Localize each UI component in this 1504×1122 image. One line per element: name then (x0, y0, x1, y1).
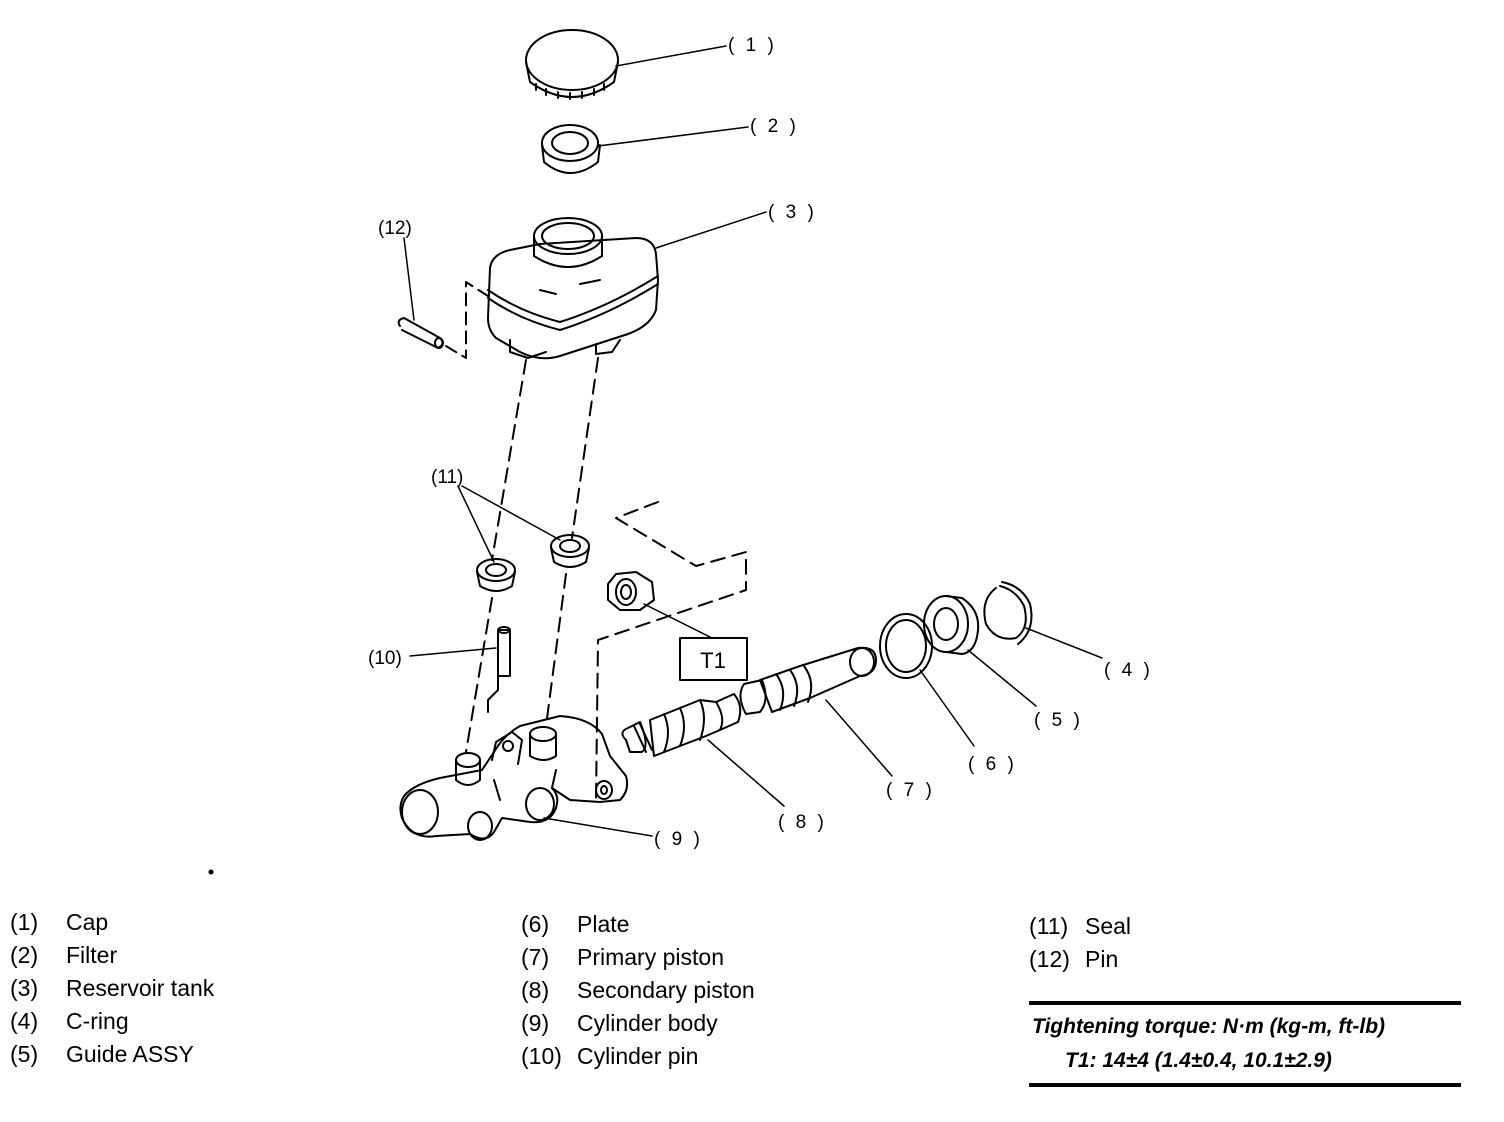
callout-8: ( 8 ) (778, 812, 827, 833)
legend-item: (1) Cap (10, 906, 214, 939)
legend-label: Reservoir tank (66, 975, 215, 1001)
legend-number: (3) (10, 975, 39, 1001)
part-seal-left (476, 558, 516, 592)
dashed-guide-right (571, 357, 599, 539)
part-reservoir-tank (487, 217, 659, 360)
torque-tag-box (679, 637, 748, 681)
callout-6: ( 6 ) (968, 754, 1017, 775)
legend-number: (5) (10, 1041, 39, 1067)
legend-item: (7) Primary piston (521, 941, 755, 974)
legend-item: (2) Filter (10, 939, 214, 972)
legend-item: (5) Guide ASSY (10, 1038, 214, 1071)
stray-dot (208, 869, 214, 875)
part-secondary-piston (621, 693, 742, 757)
legend-item: (3) Reservoir tank (10, 972, 214, 1005)
dashed-guide-seal-left (465, 597, 493, 753)
legend-number: (12) (1029, 946, 1070, 972)
legend-label: Guide ASSY (66, 1041, 194, 1067)
legend-item: (4) C-ring (10, 1005, 214, 1038)
legend-number: (8) (521, 977, 550, 1003)
torque-spec-value: T1: 14±4 (1.4±0.4, 10.1±2.9) (1065, 1049, 1332, 1072)
legend-label: Cylinder body (577, 1010, 718, 1036)
legend-item: (6) Plate (521, 908, 755, 941)
callout-4: ( 4 ) (1104, 660, 1153, 681)
legend-label: Plate (577, 911, 630, 937)
part-pin (397, 317, 444, 349)
legend-column-3: (11) Seal (12) Pin (1029, 910, 1131, 976)
legend-label: Seal (1085, 913, 1132, 939)
legend-item: (10) Cylinder pin (521, 1040, 755, 1073)
legend-item: (12) Pin (1029, 943, 1131, 976)
legend-label: C-ring (66, 1008, 129, 1034)
legend-label: Cap (66, 909, 109, 935)
exploded-view-diagram: T1 (208, 29, 1153, 875)
pin-dashed-guide (445, 281, 489, 359)
callout-5: ( 5 ) (1034, 710, 1083, 731)
legend-number: (10) (521, 1043, 562, 1069)
legend-number: (4) (10, 1008, 39, 1034)
dashed-guide-seal-right (545, 573, 567, 727)
legend-label: Pin (1085, 946, 1119, 972)
part-seal-right (550, 534, 590, 568)
legend-number: (9) (521, 1010, 550, 1036)
legend-number: (11) (1029, 913, 1069, 939)
legend-column-1: (1) Cap (2) Filter (3) Reservoir tank (4) C-… (10, 906, 214, 1071)
callout-1: ( 1 ) (728, 35, 777, 56)
legend-label: Secondary piston (577, 977, 755, 1003)
legend-label: Primary piston (577, 944, 724, 970)
part-filter (541, 124, 601, 174)
dashed-frame (595, 501, 747, 801)
legend-number: (6) (521, 911, 550, 937)
legend-number: (2) (10, 942, 39, 968)
callout-12: (12) (378, 218, 412, 239)
part-c-ring (983, 581, 1033, 645)
callout-3: ( 3 ) (768, 202, 817, 223)
callout-9: ( 9 ) (654, 829, 703, 850)
torque-spec-box: Tightening torque: N·m (kg-m, ft-lb) T1:… (1029, 1001, 1461, 1087)
part-primary-piston (739, 646, 877, 715)
part-cap (525, 29, 619, 100)
part-guide-assy (923, 595, 980, 655)
dashed-guide-left (491, 359, 527, 561)
legend-label: Filter (66, 942, 118, 968)
leader-lines (403, 45, 1103, 837)
legend-number: (7) (521, 944, 550, 970)
part-nut (607, 571, 655, 611)
callout-7: ( 7 ) (886, 780, 935, 801)
torque-tag: T1 (700, 648, 726, 673)
torque-spec-title: Tightening torque: N·m (kg-m, ft-lb) (1032, 1015, 1386, 1038)
part-cylinder-pin (487, 626, 511, 713)
legend-column-2: (6) Plate (7) Primary piston (8) Secondary … (521, 908, 755, 1073)
legend-label: Cylinder pin (577, 1043, 699, 1069)
callout-11: (11) (431, 467, 463, 488)
part-cylinder-body (399, 715, 629, 841)
legend-item: (8) Secondary piston (521, 974, 755, 1007)
legend-item: (9) Cylinder body (521, 1007, 755, 1040)
callout-10: (10) (368, 648, 402, 669)
legend-number: (1) (10, 909, 39, 935)
callout-2: ( 2 ) (750, 116, 799, 137)
legend-item: (11) Seal (1029, 910, 1131, 943)
